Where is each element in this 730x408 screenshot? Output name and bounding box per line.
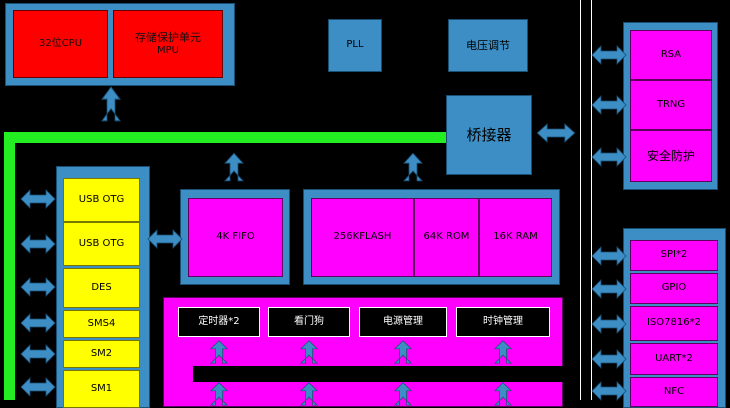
iso7816-arrow — [591, 314, 627, 334]
gpio-label: GPIO — [661, 282, 687, 294]
bridge-bus-arrow — [536, 123, 576, 143]
des-block: DES — [63, 268, 140, 308]
usb-fifo-arrow — [147, 229, 183, 249]
mpu-label-line1: 存储保护单元 — [135, 30, 201, 44]
security-arrow — [591, 147, 627, 167]
usb-otg-2-block: USB OTG — [63, 222, 140, 266]
watchdog-block: 看门狗 — [268, 307, 350, 337]
clock-mgmt-block: 时钟管理 — [456, 307, 550, 337]
green-bus-vertical — [4, 132, 15, 400]
sm2-label: SM2 — [90, 347, 113, 359]
rom-label: 64K ROM — [423, 231, 470, 243]
security-label: 安全防护 — [646, 148, 695, 163]
rsa-block: RSA — [630, 30, 712, 80]
timer-label: 定时器*2 — [198, 315, 240, 327]
ram-label: 16K RAM — [493, 231, 538, 243]
usb-otg-2-arrow — [20, 234, 56, 254]
gpio-block: GPIO — [630, 273, 718, 304]
iso7816-label: ISO7816*2 — [647, 317, 701, 329]
spi-label: SPI*2 — [660, 249, 688, 261]
usb-otg-1-block: USB OTG — [63, 178, 140, 222]
bridge-block: 桥接器 — [446, 95, 532, 175]
bridge-label: 桥接器 — [466, 125, 512, 144]
power-mgmt-block: 电源管理 — [359, 307, 447, 337]
spi-block: SPI*2 — [630, 240, 718, 271]
flash-label: 256KFLASH — [333, 231, 392, 243]
fifo-label: 4K FIFO — [216, 231, 255, 243]
nfc-label: NFC — [663, 385, 685, 397]
uart-label: UART*2 — [655, 352, 693, 364]
gpio-arrow — [591, 279, 627, 299]
usb-otg-1-label: USB OTG — [78, 193, 125, 205]
cpu-label: 32位CPU — [38, 37, 83, 49]
ram-block: 16K RAM — [479, 198, 552, 277]
iso7816-block: ISO7816*2 — [630, 306, 718, 341]
trng-label: TRNG — [656, 98, 686, 110]
clock-mgmt-label: 时钟管理 — [483, 315, 523, 327]
sm2-arrow — [20, 344, 56, 364]
flash-block: 256KFLASH — [311, 198, 414, 277]
fifo-bus-arrow — [224, 152, 244, 182]
rsa-label: RSA — [660, 48, 682, 60]
voltage-block: 电压调节 — [448, 19, 528, 72]
trng-arrow — [591, 95, 627, 115]
rsa-arrow — [591, 45, 627, 65]
nfc-arrow — [591, 381, 627, 401]
uart-block: UART*2 — [630, 343, 718, 375]
green-bus-horizontal — [4, 132, 449, 143]
sms4-arrow — [20, 313, 56, 333]
sm1-arrow — [20, 377, 56, 397]
timer-block: 定时器*2 — [178, 307, 260, 337]
mpu-block: 存储保护单元 MPU — [113, 10, 223, 78]
mpu-label-line2: MPU — [157, 44, 179, 56]
security-block: 安全防护 — [630, 130, 712, 182]
nfc-block: NFC — [630, 377, 718, 407]
usb-otg-2-label: USB OTG — [78, 237, 125, 249]
sms4-block: SMS4 — [63, 310, 140, 338]
power-mgmt-label: 电源管理 — [383, 315, 423, 327]
fifo-block: 4K FIFO — [188, 198, 283, 277]
cpu-bus-arrow — [101, 86, 121, 122]
sm1-label: SM1 — [90, 382, 113, 394]
pll-block: PLL — [328, 19, 382, 72]
des-label: DES — [91, 281, 112, 293]
memory-bus-arrow — [403, 152, 423, 182]
pll-label: PLL — [346, 39, 364, 51]
sm1-block: SM1 — [63, 370, 140, 408]
trng-block: TRNG — [630, 80, 712, 130]
rom-block: 64K ROM — [414, 198, 479, 277]
watchdog-label: 看门狗 — [294, 315, 324, 327]
right-system-bus — [580, 0, 592, 400]
sms4-label: SMS4 — [87, 317, 116, 329]
uart-arrow — [591, 349, 627, 369]
internal-bus — [193, 366, 578, 382]
voltage-label: 电压调节 — [466, 38, 510, 52]
sm2-block: SM2 — [63, 340, 140, 368]
cpu-block: 32位CPU — [13, 10, 108, 78]
usb-otg-1-arrow — [20, 189, 56, 209]
des-arrow — [20, 277, 56, 297]
spi-arrow — [591, 246, 627, 266]
